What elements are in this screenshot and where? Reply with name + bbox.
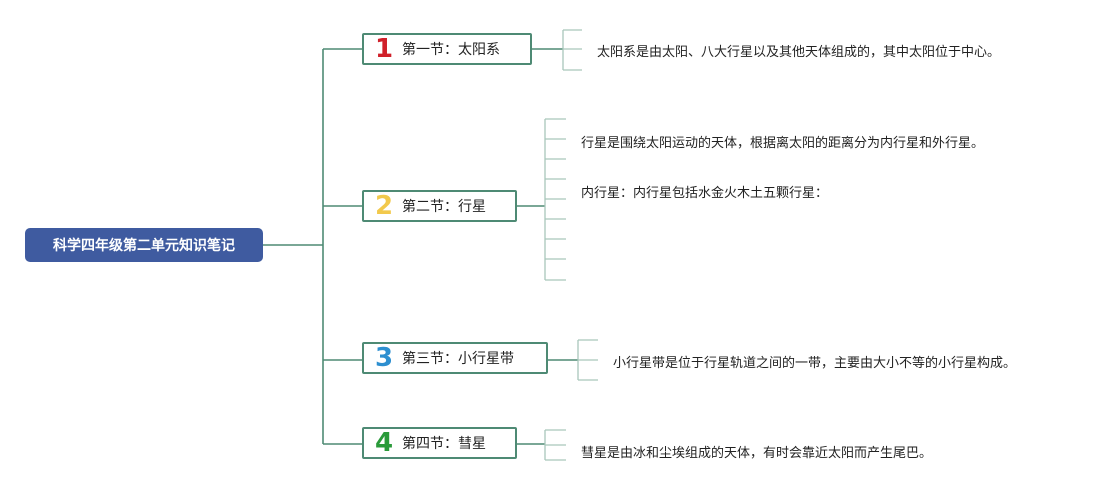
section-1-number: 1: [374, 34, 394, 64]
root-title: 科学四年级第二单元知识笔记: [53, 238, 235, 254]
section-2-title: 第二节：行星: [402, 199, 486, 215]
section-3-note-1: 小行星带是位于行星轨道之间的一带，主要由大小不等的小行星构成。: [613, 356, 1017, 371]
section-1-note-1: 太阳系是由太阳、八大行星以及其他天体组成的，其中太阳位于中心。: [597, 45, 1001, 60]
section-3-title: 第三节：小行星带: [402, 351, 514, 367]
section-2-note-1: 行星是围绕太阳运动的天体，根据离太阳的距离分为内行星和外行星。: [581, 136, 985, 151]
section-2-topic[interactable]: 2 第二节：行星: [362, 190, 517, 222]
root-topic[interactable]: 科学四年级第二单元知识笔记: [25, 228, 263, 262]
section-3-number: 3: [374, 343, 394, 373]
section-2-note-2: 内行星：内行星包括水金火木土五颗行星：: [581, 186, 829, 201]
section-4-title: 第四节：彗星: [402, 436, 486, 452]
section-4-note-1: 彗星是由冰和尘埃组成的天体，有时会靠近太阳而产生尾巴。: [581, 446, 933, 461]
section-2-number: 2: [374, 191, 394, 221]
section-1-topic[interactable]: 1 第一节：太阳系: [362, 33, 532, 65]
section-1-title: 第一节：太阳系: [402, 42, 500, 58]
section-4-topic[interactable]: 4 第四节：彗星: [362, 427, 517, 459]
section-4-number: 4: [374, 428, 394, 458]
section-3-topic[interactable]: 3 第三节：小行星带: [362, 342, 548, 374]
